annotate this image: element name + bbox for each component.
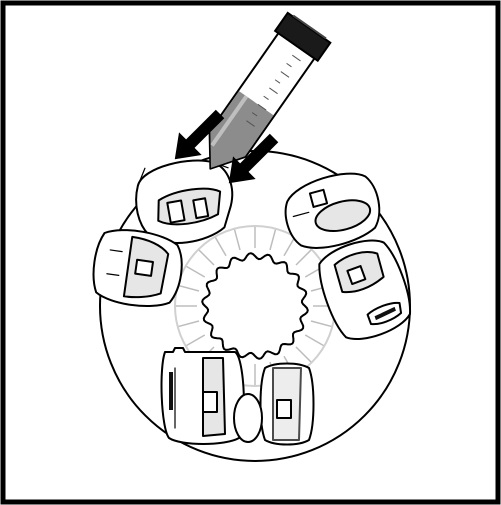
adapter-bottom-right	[261, 364, 314, 445]
adapter-bottom-left	[162, 348, 244, 444]
empty-slot	[234, 394, 262, 442]
